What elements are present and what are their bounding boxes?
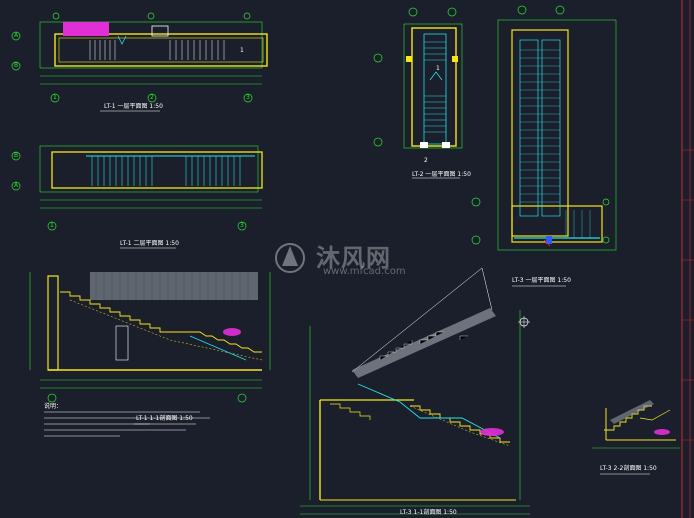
view-lt1-plan-level2 (11, 145, 263, 249)
view-title-lt1-section: LT-1 1-1剖面图 1:50 (136, 415, 193, 422)
section-mark: 1 (240, 47, 244, 54)
notes-block (44, 411, 210, 437)
axis-label: A (14, 32, 19, 39)
view-title-lt1-plan-1: LT-1 一层平面图 1:50 (104, 103, 163, 110)
view-title-lt2-plan: LT-2 一层平面图 1:50 (412, 171, 471, 178)
view-lt3-plan (471, 5, 617, 287)
view-title-lt1-plan-2: LT-1 二层平面图 1:50 (120, 240, 179, 247)
view-title-lt3-section-2-2: LT-3 2-2剖面图 1:50 (600, 465, 657, 472)
view-lt3-section (300, 267, 530, 515)
view-lt3-section-2-2 (592, 400, 680, 475)
title-block (681, 0, 694, 518)
view-title-lt3-section: LT-3 1-1剖面图 1:50 (400, 509, 457, 516)
notes-heading: 说明： (44, 403, 63, 410)
axis-label: B (14, 62, 19, 69)
section-mark: 2 (424, 157, 428, 164)
watermark-logo-icon (275, 243, 305, 273)
view-title-lt3-plan: LT-3 一层平面图 1:50 (512, 277, 571, 284)
view-lt1-section (29, 272, 271, 425)
axis-label: 3 (246, 94, 250, 101)
axis-label: 3 (240, 222, 244, 229)
axis-label: B (14, 152, 19, 159)
equipment-block (63, 22, 109, 36)
watermark-url: www.mfcad.com (323, 266, 406, 277)
watermark-brand: 沐风网 (316, 244, 391, 272)
axis-label: A (14, 182, 19, 189)
section-mark: 1 (436, 65, 440, 72)
view-lt1-plan-level1 (11, 12, 268, 112)
axis-label: 2 (150, 94, 154, 101)
view-lt2-plan (373, 7, 463, 179)
axis-label: 1 (53, 94, 57, 101)
axis-label: 1 (50, 222, 54, 229)
